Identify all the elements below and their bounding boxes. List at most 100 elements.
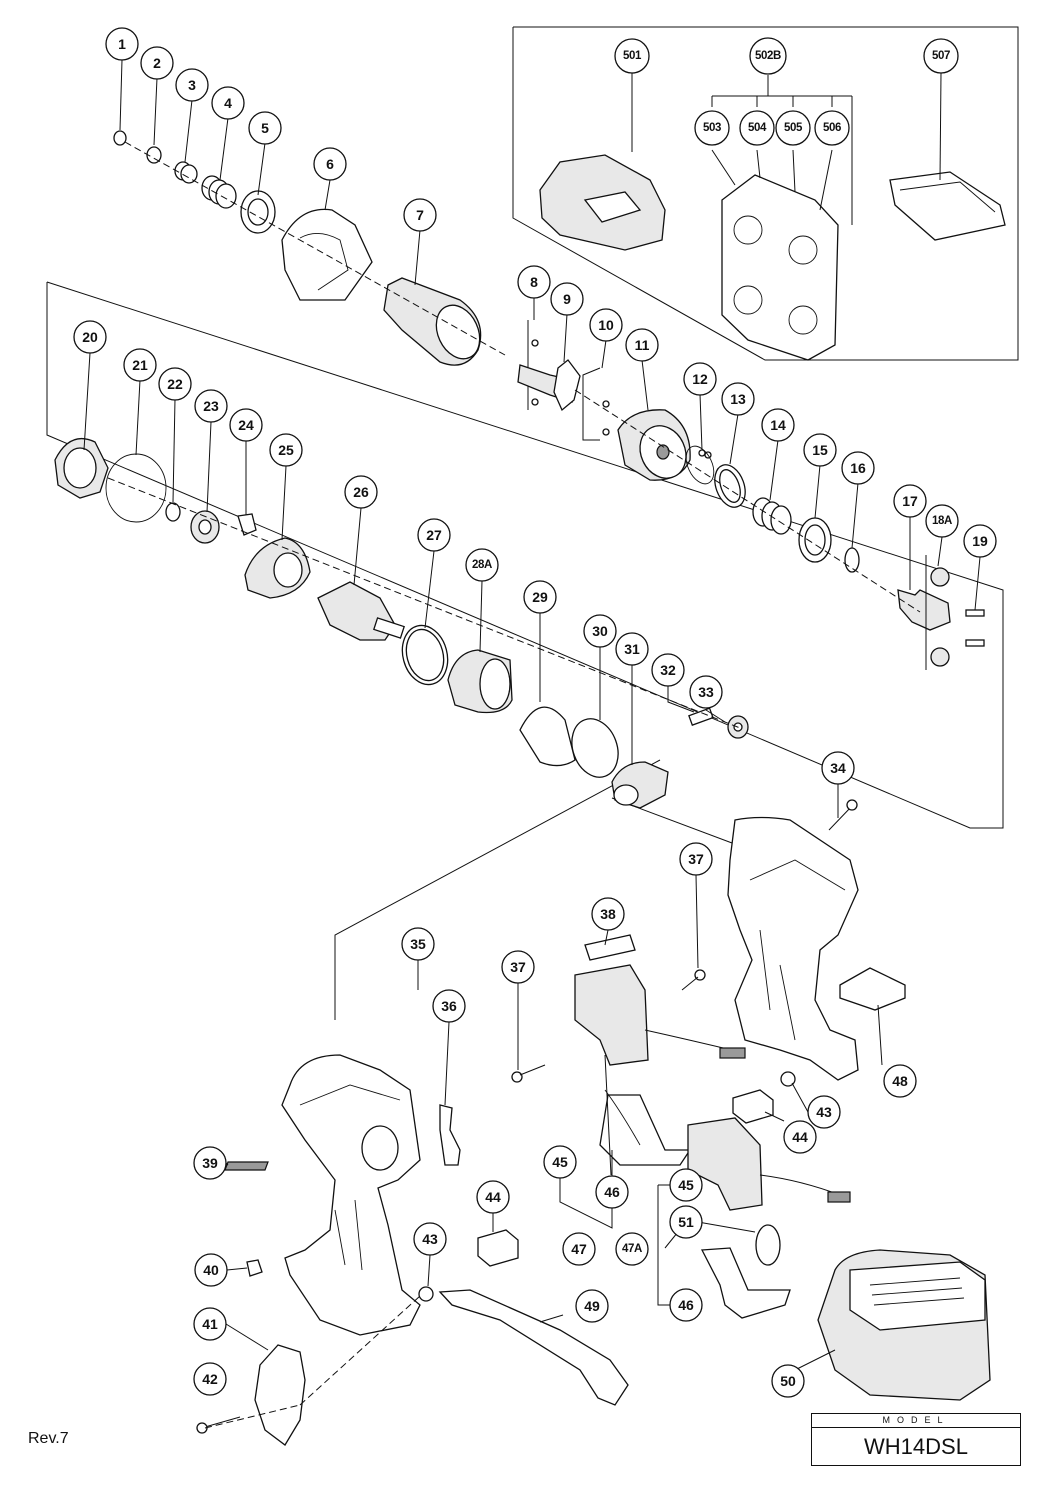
callout-6: 6 [313,147,347,181]
svg-text:24: 24 [238,417,254,433]
callout-46-upper: 46 [595,1175,629,1209]
callout-23: 23 [194,389,228,423]
svg-text:44: 44 [485,1189,501,1205]
svg-text:11: 11 [635,337,650,353]
svg-text:50: 50 [780,1373,796,1389]
svg-text:36: 36 [441,998,457,1014]
svg-text:501: 501 [623,50,642,62]
svg-text:21: 21 [132,357,148,373]
callout-47: 47 [562,1232,596,1266]
svg-text:43: 43 [816,1104,832,1120]
callout-46-lower: 46 [669,1288,703,1322]
revision-label: Rev.7 [28,1430,69,1447]
svg-text:25: 25 [278,442,294,458]
callout-44-lower: 44 [476,1180,510,1214]
callout-33: 33 [689,675,723,709]
svg-text:34: 34 [830,760,846,776]
svg-text:19: 19 [972,533,988,549]
callout-35: 35 [401,927,435,961]
callout-34: 34 [821,751,855,785]
svg-text:4: 4 [224,95,232,111]
svg-text:9: 9 [563,291,571,307]
callout-14: 14 [761,408,795,442]
callout-24: 24 [229,408,263,442]
callout-5: 5 [248,111,282,145]
callout-17: 17 [893,484,927,518]
callout-505: 505 [775,110,811,146]
svg-text:38: 38 [600,906,616,922]
svg-text:17: 17 [902,493,918,509]
drive-group-frame [46,281,1004,829]
callout-2: 2 [140,46,174,80]
callout-503: 503 [694,110,730,146]
svg-text:31: 31 [624,641,640,657]
callout-30: 30 [583,614,617,648]
callout-36: 36 [432,989,466,1023]
model-number: WH14DSL [864,1434,968,1459]
callout-16: 16 [841,451,875,485]
svg-text:22: 22 [167,376,183,392]
part-drawings [54,130,1006,1446]
svg-text:47: 47 [571,1241,587,1257]
svg-text:7: 7 [416,207,424,223]
main-axis-upper [124,141,506,356]
callout-13: 13 [721,382,755,416]
callout-37-left: 37 [501,950,535,984]
callout-3: 3 [175,68,209,102]
svg-text:14: 14 [770,417,786,433]
svg-text:20: 20 [82,329,98,345]
svg-text:30: 30 [592,623,608,639]
svg-text:2: 2 [153,55,161,71]
svg-text:39: 39 [202,1155,218,1171]
callout-50: 50 [771,1364,805,1398]
callout-45-upper: 45 [543,1145,577,1179]
callout-10: 10 [589,308,623,342]
callout-49: 49 [575,1289,609,1323]
svg-text:45: 45 [678,1177,694,1193]
callout-37-right: 37 [679,842,713,876]
callout-22: 22 [158,367,192,401]
callout-45-lower: 45 [669,1168,703,1202]
callout-502b: 502B [749,37,787,75]
svg-text:506: 506 [823,122,841,134]
callout-501: 501 [614,38,650,74]
svg-text:46: 46 [604,1184,620,1200]
callout-25: 25 [269,433,303,467]
svg-text:503: 503 [703,122,721,134]
svg-text:12: 12 [692,371,708,387]
svg-text:37: 37 [510,959,526,975]
svg-text:6: 6 [326,156,334,172]
callout-11: 11 [625,328,659,362]
svg-text:23: 23 [203,398,219,414]
callout-31: 31 [615,632,649,666]
svg-text:35: 35 [410,936,426,952]
callout-40: 40 [194,1253,228,1287]
svg-text:1: 1 [118,36,126,52]
main-axis-lower [107,477,741,729]
svg-text:505: 505 [784,122,803,134]
callout-32: 32 [651,653,685,687]
callout-506: 506 [814,110,850,146]
model-header: MODEL [812,1414,1020,1428]
svg-text:504: 504 [748,122,767,134]
callout-42: 42 [193,1362,227,1396]
svg-text:40: 40 [203,1262,219,1278]
svg-text:43: 43 [422,1231,438,1247]
svg-text:18A: 18A [932,515,952,527]
svg-text:29: 29 [532,589,548,605]
callout-27: 27 [417,518,451,552]
callout-41: 41 [193,1307,227,1341]
svg-text:49: 49 [584,1298,600,1314]
svg-text:46: 46 [678,1297,694,1313]
callout-28a: 28A [465,548,499,582]
svg-text:32: 32 [660,662,676,678]
callout-7: 7 [403,198,437,232]
model-box: MODEL WH14DSL [811,1413,1021,1466]
callout-43-upper: 43 [807,1095,841,1129]
callout-44-upper: 44 [783,1120,817,1154]
svg-text:28A: 28A [472,559,492,571]
main-axis-middle [574,389,921,613]
svg-text:13: 13 [730,391,746,407]
callout-18a: 18A [925,504,959,538]
svg-text:51: 51 [678,1214,694,1230]
